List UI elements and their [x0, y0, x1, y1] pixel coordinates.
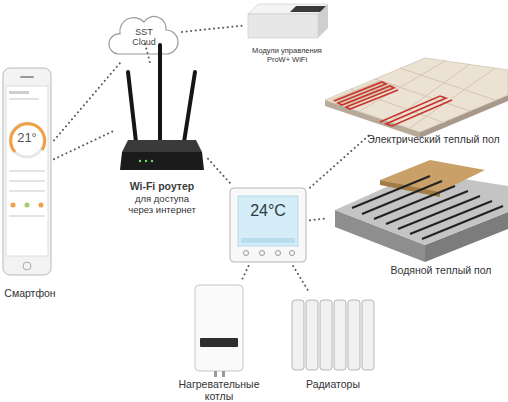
thermostat-illustration-part [230, 188, 306, 262]
radiator: Радиаторы [290, 292, 376, 370]
electric-floor-illustration-part [380, 96, 452, 126]
cloud-illustration [109, 16, 178, 54]
radiator-illustration [292, 300, 374, 370]
radiator-illustration-part [334, 300, 346, 370]
water-floor-illustration-part [410, 201, 492, 234]
node-label: SST Cloud [126, 27, 162, 48]
dotted-connector [310, 218, 328, 220]
smartphone-illustration-part [6, 86, 48, 256]
heating-boiler: Нагревательные котлы [192, 284, 246, 372]
smartphone-illustration-part [23, 262, 31, 270]
smartphone-illustration-part [25, 203, 30, 208]
water-floor-illustration-part [362, 181, 442, 214]
smartphone-illustration-part [21, 76, 33, 78]
thermostat-illustration [230, 188, 306, 262]
dotted-connector [208, 159, 231, 184]
node-label: Электрический теплый пол [361, 133, 506, 145]
radiator-illustration-part [362, 300, 374, 370]
boiler-illustration-part [200, 338, 238, 347]
electric-floor: Электрический теплый пол [325, 55, 508, 131]
router-illustration-part [128, 72, 136, 142]
water-floor-illustration [335, 160, 508, 262]
boiler-illustration-part [195, 285, 243, 371]
node-sublabel: для доступа через интернет [122, 194, 202, 216]
electric-floor-illustration-part [400, 68, 495, 100]
router-illustration-part [158, 45, 162, 140]
radiator-illustration-part [292, 300, 304, 370]
router-illustration-part [145, 160, 147, 162]
cloud-node: SST Cloud [106, 12, 180, 60]
thermostat-illustration-part [238, 196, 298, 246]
boiler-illustration-part [222, 371, 225, 377]
water-floor: Водяной теплый пол [330, 158, 508, 258]
smartphone-illustration-part [9, 215, 45, 217]
thermostat-illustration-part [276, 251, 281, 256]
dotted-connector [241, 266, 249, 282]
radiator-illustration-part [348, 300, 360, 370]
radiator-illustration-part [306, 300, 318, 370]
smartphone-illustration-part [11, 203, 16, 208]
smartphone-illustration-part [3, 68, 51, 275]
thermostat-illustration-part [241, 238, 295, 243]
water-floor-illustration-part [386, 191, 468, 224]
dotted-connector [54, 62, 121, 140]
dotted-connector [310, 133, 372, 188]
smartphone-illustration-part [9, 91, 29, 94]
control-module-illustration-part [290, 6, 326, 12]
water-floor-illustration-part [422, 206, 503, 239]
dotted-connector [182, 26, 243, 32]
node-label: 21° [7, 131, 47, 146]
boiler-illustration-part [214, 371, 217, 377]
router-illustration-part [184, 72, 195, 142]
thermostat-illustration-part [290, 251, 295, 256]
electric-floor-illustration-part [410, 68, 495, 128]
control-module-illustration-part [248, 14, 318, 38]
cloud-illustration-part [109, 16, 178, 54]
node-label: Модули управления ProW+ WiFi [245, 47, 329, 64]
electric-floor-illustration-part [334, 82, 398, 109]
control-module-illustration-part [248, 4, 328, 14]
water-floor-illustration-part [398, 196, 480, 229]
router-illustration-part [122, 140, 202, 152]
control-module-illustration [248, 4, 328, 38]
smartphone: 21°Смартфон [2, 68, 52, 276]
dotted-connector [54, 130, 116, 159]
thermostat-illustration-part [244, 251, 249, 256]
smartphone-illustration-part [9, 180, 45, 182]
electric-floor-illustration [325, 58, 508, 138]
node-label: Радиаторы [283, 378, 383, 390]
smartphone-illustration-part [39, 203, 44, 208]
control-module: Модули управления ProW+ WiFi [245, 2, 329, 40]
router-illustration-part [151, 160, 153, 162]
electric-floor-illustration-part [325, 58, 508, 132]
smartphone-illustration-part [9, 170, 45, 172]
router-illustration-part [139, 160, 141, 162]
water-floor-illustration-part [374, 186, 455, 219]
wifi-router: Wi-Fi роутердля доступа через интернет [118, 42, 206, 174]
thermostat: 24°C [228, 186, 308, 264]
boiler-illustration [195, 285, 243, 377]
thermostat-illustration-part [260, 251, 265, 256]
router-illustration-part [120, 152, 204, 170]
dotted-connector [293, 266, 308, 290]
node-label: Нагревательные котлы [172, 378, 266, 402]
smartphone-illustration [3, 68, 51, 275]
node-label: Wi-Fi роутер [109, 180, 215, 192]
smartphone-illustration-part [9, 98, 39, 100]
node-sublabel: Смартфон [0, 287, 62, 299]
router-illustration [120, 45, 204, 170]
smartphone-illustration-part [9, 190, 45, 192]
node-label: Водяной теплый пол [376, 264, 506, 276]
node-label: 24°C [242, 202, 294, 220]
radiator-illustration-part [320, 300, 332, 370]
water-floor-illustration-part [352, 176, 430, 208]
